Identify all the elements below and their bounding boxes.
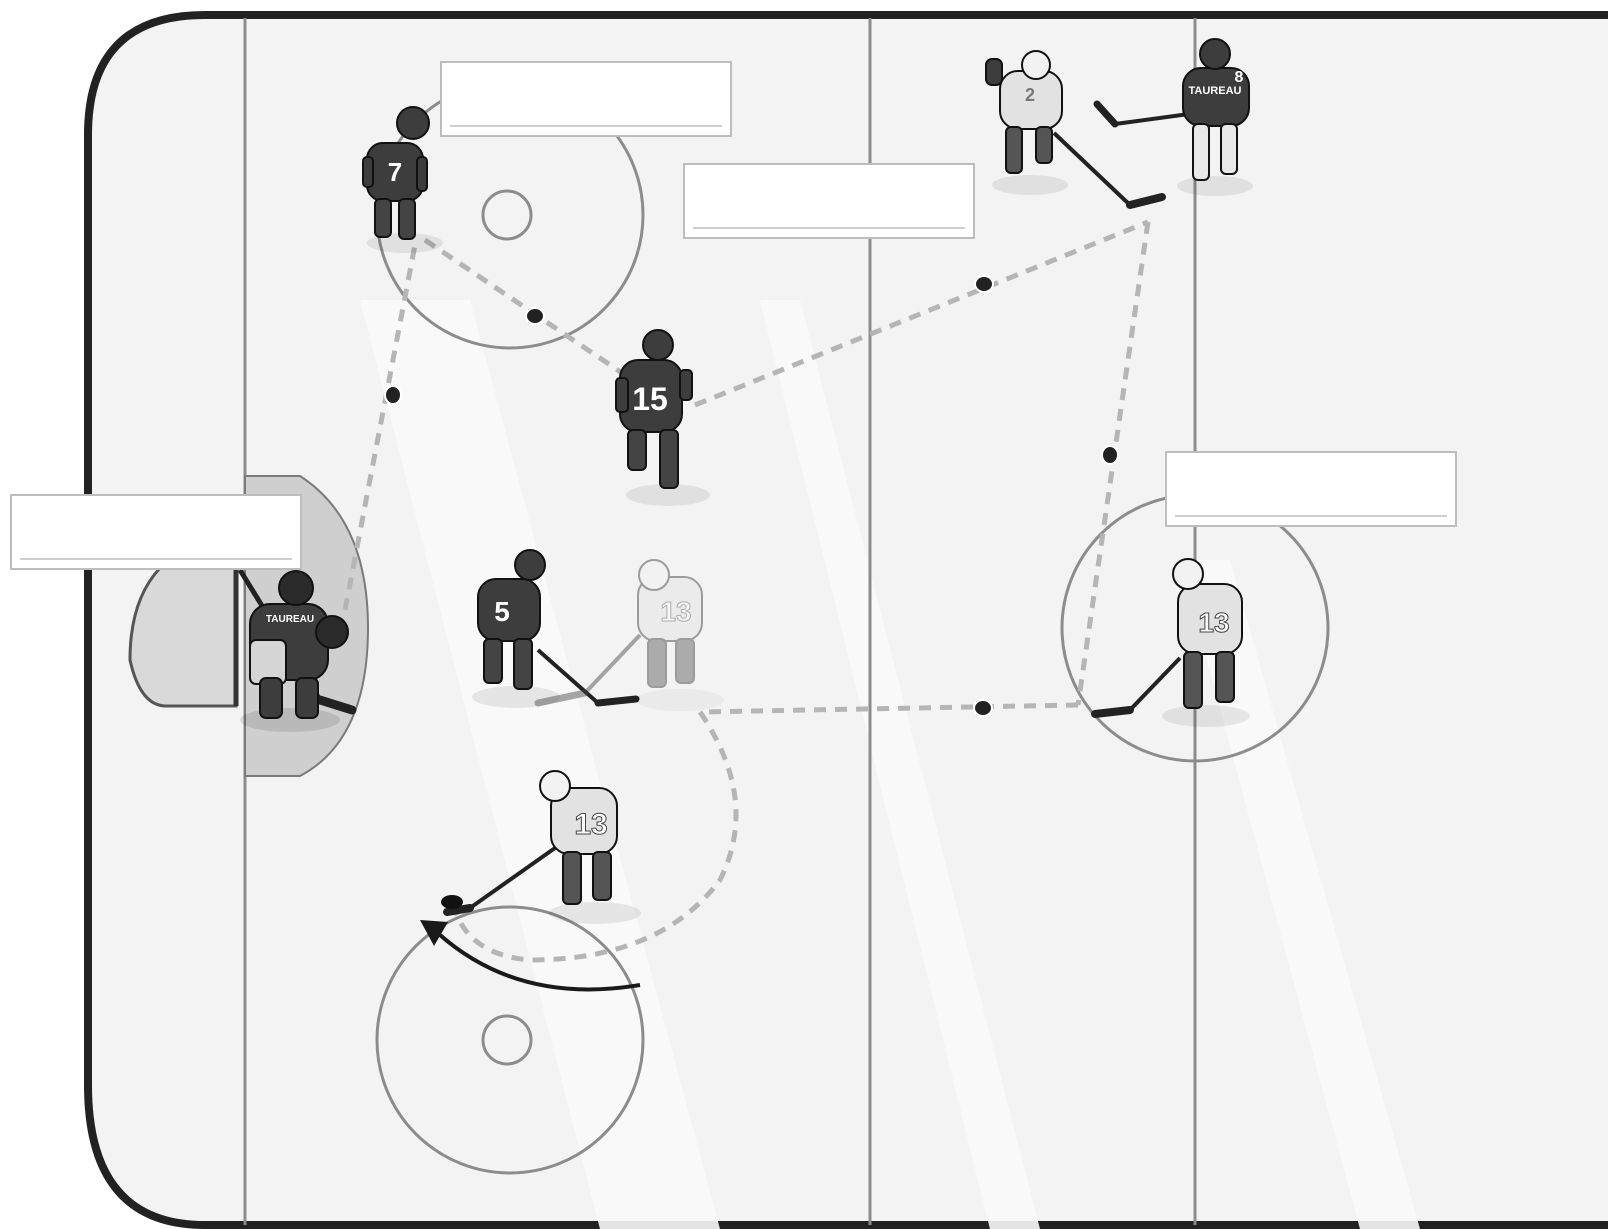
label-underline <box>693 227 965 229</box>
player-number: 13 <box>660 596 691 627</box>
jersey-name: TAUREAU <box>1189 85 1242 97</box>
label-underline <box>20 558 292 560</box>
jersey-name: TAUREAU <box>266 614 314 625</box>
label-box-neutral[interactable] <box>1165 451 1457 527</box>
player-number: 5 <box>494 596 510 627</box>
label-underline <box>1175 515 1447 517</box>
player-number: 13 <box>574 808 607 841</box>
player-number: 15 <box>632 381 668 417</box>
label-box-goal[interactable] <box>10 494 302 570</box>
label-box-top[interactable] <box>440 61 732 137</box>
player-number: 13 <box>1198 607 1229 638</box>
label-box-center[interactable] <box>683 163 975 239</box>
player-number: 8 <box>1235 69 1244 86</box>
goal-net <box>130 568 236 706</box>
player-number: 7 <box>388 157 402 187</box>
player-number: 2 <box>1025 85 1035 105</box>
label-underline <box>450 125 722 127</box>
puck <box>441 895 463 909</box>
